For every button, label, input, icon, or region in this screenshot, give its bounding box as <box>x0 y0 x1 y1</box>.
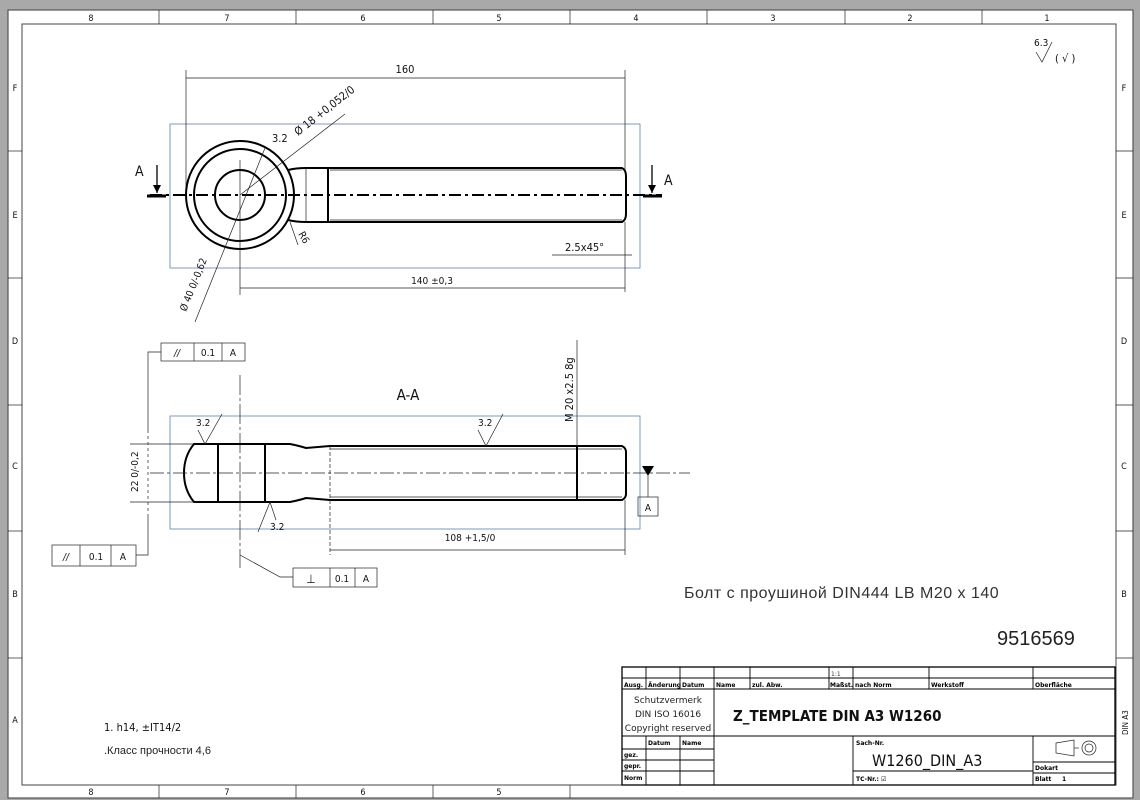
surface-value: 6.3 <box>1034 38 1048 49</box>
sach-nr: W1260_DIN_A3 <box>872 751 982 771</box>
projection-symbol-icon <box>1055 739 1097 757</box>
row-label: B <box>1121 590 1127 600</box>
fcf-datum: A <box>363 574 370 585</box>
row-label: B <box>12 590 18 600</box>
header-cell: Oberfläche <box>1035 682 1072 689</box>
dokart-label: Dokart <box>1035 765 1058 772</box>
fcf-tol: 0.1 <box>89 552 103 563</box>
protection-line: DIN ISO 16016 <box>635 710 701 720</box>
note-2: .Класс прочности 4,6 <box>104 745 211 757</box>
col-label: 5 <box>496 788 501 798</box>
title-block: Ausg. Änderung Datum Name zul. Abw. Maßs… <box>621 666 1130 786</box>
section-label-right: A <box>664 173 673 189</box>
header-cell: Datum <box>682 682 704 689</box>
row-label: C <box>12 462 18 472</box>
roughness-label: 3.2 <box>196 418 210 429</box>
tc-label: TC-Nr.: ☑ <box>856 776 886 783</box>
general-surface-symbol: 6.3 ( √ ) <box>1034 38 1075 65</box>
ruler-lines <box>8 10 1133 798</box>
row-label: C <box>1121 462 1127 472</box>
section-label-left: A <box>135 164 144 180</box>
dim-160: 160 <box>396 63 415 76</box>
fcf-datum: A <box>230 348 237 359</box>
header-cell: Ausg. <box>624 682 643 689</box>
part-name: Болт с проушиной DIN444 LB M20 x 140 <box>684 585 999 602</box>
fcf-tol: 0.1 <box>335 574 349 585</box>
header-cell: zul. Abw. <box>752 682 783 689</box>
blatt-label: Blatt <box>1035 776 1052 783</box>
protection-line: Schutzvermerk <box>634 696 703 706</box>
roughness-label: 3.2 <box>270 522 284 533</box>
parallel-icon: // <box>62 552 70 563</box>
row-label: A <box>12 716 18 726</box>
col-label: 5 <box>496 14 501 24</box>
col-label: 2 <box>907 14 912 24</box>
row-label: gez. <box>624 752 638 759</box>
row-label: gepr. <box>624 763 641 770</box>
col-label: 1 <box>1044 14 1049 24</box>
chamfer-label: 2.5x45° <box>565 241 604 254</box>
fcf-datum: A <box>120 552 127 563</box>
header-cell: Maßst. <box>830 682 853 689</box>
surface-extra: ( √ ) <box>1055 52 1075 65</box>
row-label: E <box>12 211 17 221</box>
col-label: 8 <box>88 788 93 798</box>
datum-label: A <box>645 503 652 514</box>
col-label: 3 <box>770 14 775 24</box>
header-cell: Änderung <box>648 682 681 689</box>
sub-header: Name <box>682 740 701 747</box>
row-label: F <box>13 84 18 94</box>
section-view: A-A M 20 x2.5 8g 22 0/-0,2 108 +1,5/0 3.… <box>51 340 690 588</box>
row-label: F <box>1122 84 1127 94</box>
fcf-perpendicular: ⊥ 0.1 A <box>239 554 378 588</box>
row-label: D <box>12 337 18 347</box>
header-cell: Name <box>716 682 735 689</box>
row-label: E <box>1121 211 1126 221</box>
section-title: A-A <box>397 386 420 404</box>
header-cell: Werkstoff <box>931 682 964 689</box>
parallel-icon: // <box>173 348 181 359</box>
roughness-label: 3.2 <box>478 418 492 429</box>
part-number: 9516569 <box>997 628 1075 650</box>
sach-label: Sach-Nr. <box>856 740 884 747</box>
scale-value: 1:1 <box>831 671 841 678</box>
dim-108: 108 +1,5/0 <box>445 533 496 544</box>
header-cell: nach Norm <box>855 682 892 689</box>
row-labels: F E D C B A F E D C B <box>12 84 1127 726</box>
col-label: 7 <box>224 788 229 798</box>
protection-line: Copyright reserved <box>625 724 711 734</box>
fcf-tol: 0.1 <box>201 348 215 359</box>
blatt-value: 1 <box>1062 776 1066 783</box>
inner-border <box>21 23 1117 786</box>
row-label: D <box>1121 337 1127 347</box>
dim-22: 22 0/-0,2 <box>130 451 141 492</box>
col-label: 6 <box>360 788 365 798</box>
format-label: DIN A3 <box>1121 710 1130 735</box>
fcf-parallel-bottom: // 0.1 A <box>51 515 149 567</box>
radius-label: R6 <box>295 230 311 246</box>
roughness-label: 3.2 <box>272 132 288 145</box>
col-label: 7 <box>224 14 229 24</box>
thread-label: M 20 x2.5 8g <box>563 357 576 422</box>
col-label: 6 <box>360 14 365 24</box>
row-label: Norm <box>624 775 642 782</box>
column-labels: 8 7 6 5 4 3 2 1 8 7 6 5 <box>88 14 1049 798</box>
note-1: 1. h14, ±IT14/2 <box>104 721 181 734</box>
col-label: 4 <box>633 14 638 24</box>
sub-header: Datum <box>648 740 670 747</box>
fcf-parallel-top: // 0.1 A <box>147 342 246 430</box>
dim-140: 140 ±0,3 <box>411 276 453 287</box>
drawing-title: Z_TEMPLATE DIN A3 W1260 <box>733 707 941 725</box>
col-label: 8 <box>88 14 93 24</box>
perpendicular-icon: ⊥ <box>306 572 315 586</box>
